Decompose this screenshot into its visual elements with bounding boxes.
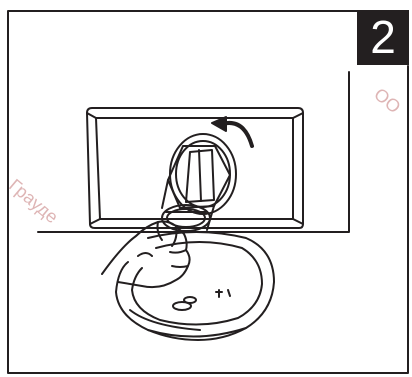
debris-in-bowl (173, 290, 230, 310)
step-number-badge: 2 (357, 10, 409, 65)
counterclockwise-arrow-icon (212, 117, 252, 146)
